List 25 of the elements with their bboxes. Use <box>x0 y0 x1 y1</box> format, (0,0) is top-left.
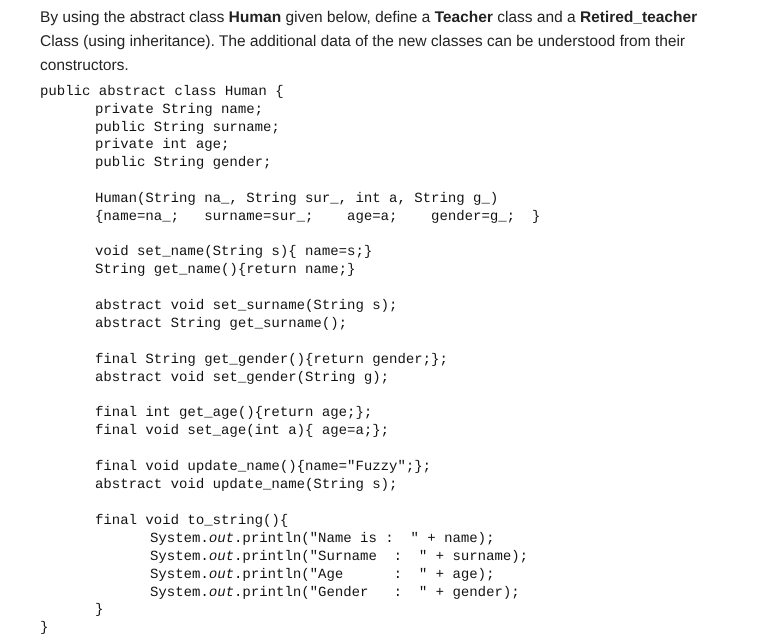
code-line: private String name; <box>95 102 264 119</box>
code-line: final void update_name(){name="Fuzzy";}; <box>95 459 432 476</box>
code-line: abstract String get_surname(); <box>95 316 348 333</box>
code-line: System.out.println("Name is : " + name); <box>150 531 494 548</box>
instruction-text: By using the abstract class Human given below, define a Teacher class and a Retired_teacher Class (using inheritance). The additional data of the new classes can be understood from their constructors. <box>40 8 698 76</box>
code-line: void set_name(String s){ name=s;} <box>95 244 372 261</box>
code-line: {name=na_; surname=sur_; age=a; gender=g_; } <box>95 209 540 226</box>
code-line: abstract void set_gender(String g); <box>95 370 390 387</box>
code-line: final int get_age(){return age;}; <box>95 405 372 422</box>
code-line: public abstract class Human { <box>40 84 284 101</box>
code-line: System.out.println("Age : " + age); <box>150 567 494 584</box>
code-line: private int age; <box>95 137 230 154</box>
code-line: } <box>95 602 104 619</box>
code-line: System.out.println("Gender : " + gender); <box>150 585 520 602</box>
code-line: abstract void set_surname(String s); <box>95 298 398 315</box>
code-line: public String surname; <box>95 120 280 137</box>
code-line: public String gender; <box>95 155 272 172</box>
code-line: final String get_gender(){return gender;}; <box>95 352 448 369</box>
code-line: System.out.println("Surname : " + surname); <box>150 549 528 566</box>
code-line: String get_name(){return name;} <box>95 262 356 279</box>
code-line: final void to_string(){ <box>95 513 288 530</box>
code-line: Human(String na_, String sur_, int a, String g_) <box>95 191 498 208</box>
code-line: } <box>40 620 48 637</box>
code-line: final void set_age(int a){ age=a;}; <box>95 423 390 440</box>
code-line: abstract void update_name(String s); <box>95 477 398 494</box>
